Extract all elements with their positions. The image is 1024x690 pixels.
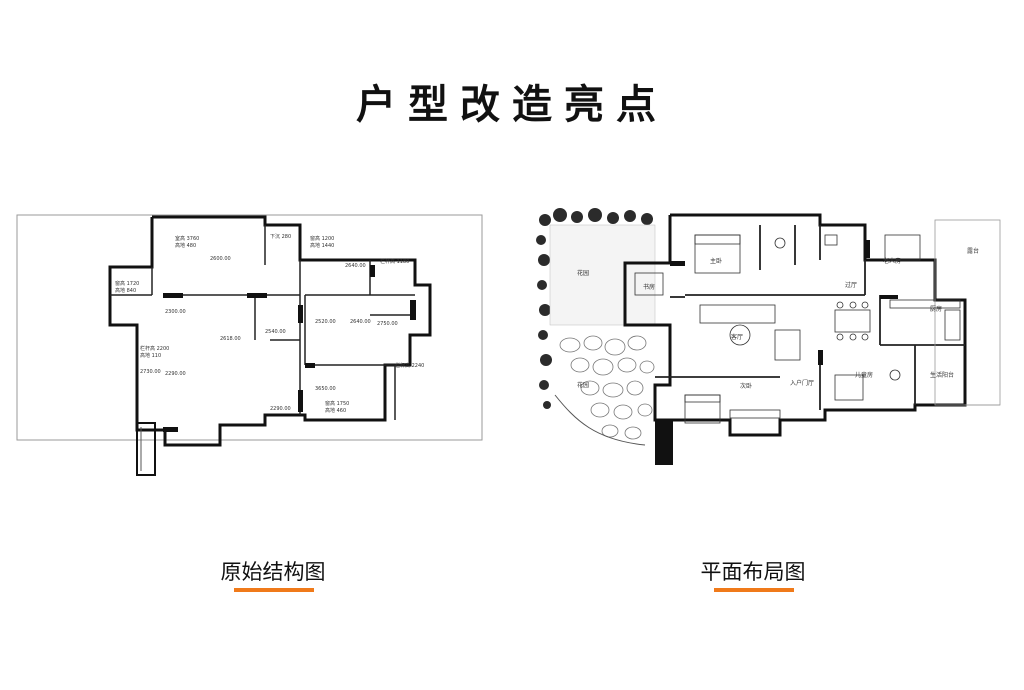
- label-hallway: 过厅: [845, 281, 857, 289]
- original-plan-caption: 原始结构图: [220, 560, 326, 584]
- label-entrance: 入户门厅: [790, 379, 814, 387]
- svg-text:2618.00: 2618.00: [220, 336, 241, 342]
- svg-text:2290.00: 2290.00: [165, 371, 186, 377]
- new-plan-underline: [714, 588, 794, 592]
- svg-text:3650.00: 3650.00: [315, 386, 336, 392]
- svg-text:室高 3760: 室高 3760: [175, 235, 199, 242]
- label-garden: 花园: [577, 269, 589, 277]
- label-kitchen: 厨房: [930, 305, 942, 313]
- svg-text:高地 460: 高地 460: [325, 407, 346, 414]
- new-plan-caption: 平面布局图: [700, 560, 806, 584]
- svg-text:栏杆高 2240: 栏杆高 2240: [395, 362, 424, 369]
- svg-text:2750.00: 2750.00: [377, 321, 398, 327]
- svg-text:2640.00: 2640.00: [350, 319, 371, 325]
- svg-text:高地 840: 高地 840: [115, 287, 136, 294]
- svg-text:高地 110: 高地 110: [140, 352, 161, 359]
- svg-text:2300.00: 2300.00: [165, 309, 186, 315]
- svg-text:2540.00: 2540.00: [265, 329, 286, 335]
- svg-text:2520.00: 2520.00: [315, 319, 336, 325]
- svg-text:2290.00: 2290.00: [270, 406, 291, 412]
- label-second-bedroom: 次卧: [740, 382, 752, 390]
- svg-text:2730.00: 2730.00: [140, 369, 161, 375]
- label-child-room: 儿童房: [855, 371, 873, 379]
- svg-text:栏杆高 2200: 栏杆高 2200: [140, 345, 169, 352]
- label-study: 书房: [643, 283, 655, 291]
- svg-text:2640.00: 2640.00: [345, 263, 366, 269]
- label-balcony: 生活阳台: [930, 371, 954, 379]
- svg-text:高地 480: 高地 480: [175, 242, 196, 249]
- svg-text:高地 1440: 高地 1440: [310, 242, 334, 249]
- svg-text:窗高 1200: 窗高 1200: [310, 235, 334, 242]
- svg-text:栏杆高 1180: 栏杆高 1180: [380, 258, 409, 265]
- svg-text:下沉 280: 下沉 280: [270, 233, 291, 240]
- new-layout-plan: 花园 主卧 书房 客厅 次卧 入户门厅 老人房 厨房 儿童房 生活阳台 露台 过…: [536, 208, 1001, 465]
- label-garden-2: 花园: [577, 381, 589, 389]
- label-master-bedroom: 主卧: [710, 257, 722, 265]
- label-living-room: 客厅: [731, 333, 743, 341]
- svg-text:窗高 1720: 窗高 1720: [115, 280, 139, 287]
- original-plan-underline: [234, 588, 314, 592]
- label-terrace: 露台: [967, 247, 979, 255]
- svg-text:窗高 1750: 窗高 1750: [325, 400, 349, 407]
- svg-text:2600.00: 2600.00: [210, 256, 231, 262]
- label-elder-room: 老人房: [883, 257, 901, 265]
- page-title: 户型改造亮点: [356, 82, 668, 128]
